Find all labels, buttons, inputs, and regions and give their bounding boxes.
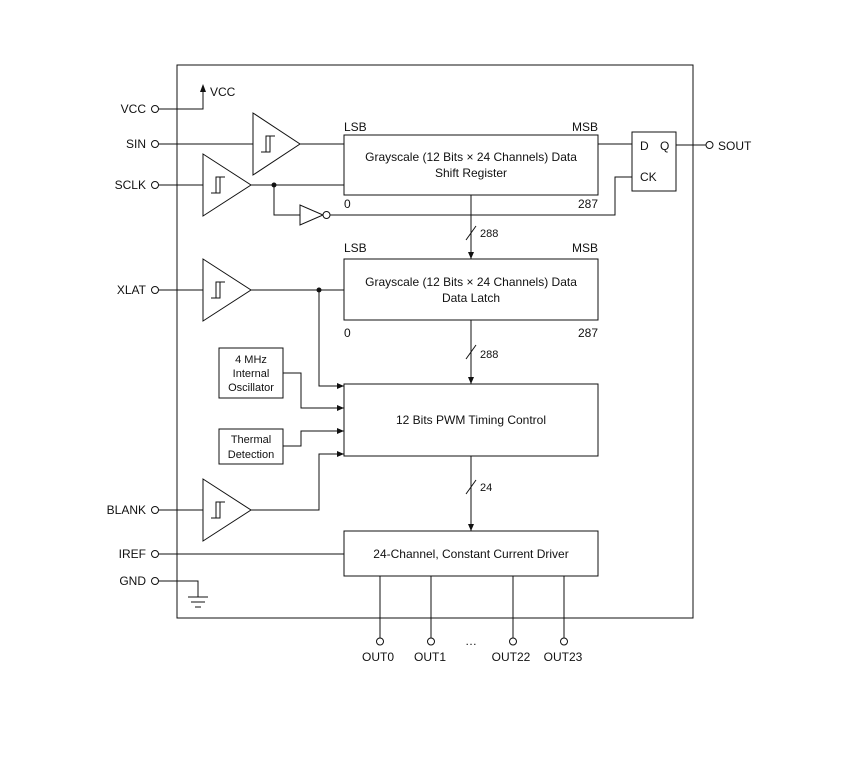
schmitt-trigger-icon bbox=[211, 176, 221, 194]
ff-d-label: D bbox=[640, 139, 649, 153]
pin-sin[interactable] bbox=[151, 140, 159, 148]
pin-label-blank: BLANK bbox=[107, 503, 146, 517]
bus-width-sr-latch: 288 bbox=[480, 228, 498, 240]
current-driver-block bbox=[343, 530, 599, 577]
bus-slash-icon bbox=[465, 225, 477, 241]
sr-msb-label: MSB bbox=[572, 120, 598, 134]
sr-bit-low: 0 bbox=[344, 197, 351, 211]
pin-label-gnd: GND bbox=[119, 574, 146, 588]
pin-vcc[interactable] bbox=[151, 105, 159, 113]
osc-line1: 4 MHz bbox=[235, 354, 267, 366]
pin-label-xlat: XLAT bbox=[117, 283, 147, 297]
blank-schmitt-buffer bbox=[202, 478, 252, 542]
vcc-arrow-icon bbox=[200, 84, 206, 92]
ff-q-label: Q bbox=[660, 139, 669, 153]
inverter-bubble-icon bbox=[322, 211, 331, 219]
ground-icon bbox=[188, 596, 208, 608]
sclk-inverter bbox=[299, 204, 331, 226]
blank-to-pwm-wire bbox=[251, 451, 344, 511]
latch-bit-high: 287 bbox=[578, 326, 598, 340]
pin-out23[interactable] bbox=[560, 637, 568, 646]
sclk-to-inverter-wire bbox=[273, 185, 300, 216]
schmitt-trigger-icon bbox=[211, 501, 221, 519]
out23-label: OUT23 bbox=[544, 650, 583, 664]
pin-label-sclk: SCLK bbox=[115, 178, 146, 192]
osc-line2: Internal bbox=[233, 368, 270, 380]
sr-lsb-label: LSB bbox=[344, 120, 367, 134]
latch-lsb-label: LSB bbox=[344, 241, 367, 255]
pin-label-vcc: VCC bbox=[121, 102, 147, 116]
out0-label: OUT0 bbox=[362, 650, 394, 664]
gnd-wire bbox=[158, 580, 199, 597]
driver-label: 24-Channel, Constant Current Driver bbox=[373, 547, 568, 561]
pin-xlat[interactable] bbox=[151, 286, 159, 294]
pin-sout[interactable] bbox=[705, 141, 714, 149]
pin-label-sout: SOUT bbox=[718, 139, 752, 153]
out22-label: OUT22 bbox=[492, 650, 531, 664]
inverter-to-ck-wire bbox=[330, 176, 632, 216]
latch-bit-low: 0 bbox=[344, 326, 351, 340]
bus-width-pwm-driver: 24 bbox=[480, 482, 492, 494]
bus-width-latch-pwm: 288 bbox=[480, 349, 498, 361]
thermal-block bbox=[218, 428, 284, 465]
latch-label-line2: Data Latch bbox=[442, 291, 500, 305]
schmitt-trigger-icon bbox=[211, 281, 221, 299]
pwm-label: 12 Bits PWM Timing Control bbox=[396, 413, 546, 427]
bus-slash-icon bbox=[465, 479, 477, 495]
sr-bit-high: 287 bbox=[578, 197, 598, 211]
out1-label: OUT1 bbox=[414, 650, 446, 664]
vcc-arrow-label: VCC bbox=[210, 85, 236, 99]
pin-blank[interactable] bbox=[151, 506, 159, 514]
oscillator-block bbox=[218, 347, 284, 399]
latch-label-line1: Grayscale (12 Bits × 24 Channels) Data bbox=[365, 275, 577, 289]
device-outline bbox=[176, 64, 694, 619]
pin-gnd[interactable] bbox=[151, 577, 159, 585]
thermal-to-pwm-wire bbox=[283, 428, 344, 447]
osc-to-pwm-wire bbox=[283, 372, 344, 411]
data-latch-block bbox=[343, 258, 599, 321]
xlat-schmitt-buffer bbox=[202, 258, 252, 322]
xlat-to-pwm-wire bbox=[318, 290, 344, 389]
sclk-schmitt-buffer bbox=[202, 153, 252, 217]
sr-label-line2: Shift Register bbox=[435, 166, 507, 180]
pin-sclk[interactable] bbox=[151, 181, 159, 189]
latch-msb-label: MSB bbox=[572, 241, 598, 255]
sr-label-line1: Grayscale (12 Bits × 24 Channels) Data bbox=[365, 150, 577, 164]
ff-ck-label: CK bbox=[640, 170, 657, 184]
bus-slash-icon bbox=[465, 344, 477, 360]
output-ellipsis: … bbox=[465, 634, 477, 648]
schmitt-trigger-icon bbox=[261, 135, 271, 153]
pin-out0[interactable] bbox=[376, 637, 384, 646]
thermal-line1: Thermal bbox=[231, 434, 271, 446]
thermal-line2: Detection bbox=[228, 449, 274, 461]
pin-out22[interactable] bbox=[509, 637, 517, 646]
pin-label-iref: IREF bbox=[119, 547, 146, 561]
shift-register-block bbox=[343, 134, 599, 196]
osc-line3: Oscillator bbox=[228, 382, 274, 394]
pin-out1[interactable] bbox=[427, 637, 435, 646]
pin-label-sin: SIN bbox=[126, 137, 146, 151]
vcc-wire bbox=[158, 87, 204, 110]
pin-iref[interactable] bbox=[151, 550, 159, 558]
d-flipflop bbox=[631, 131, 677, 192]
sin-schmitt-buffer bbox=[252, 112, 301, 176]
